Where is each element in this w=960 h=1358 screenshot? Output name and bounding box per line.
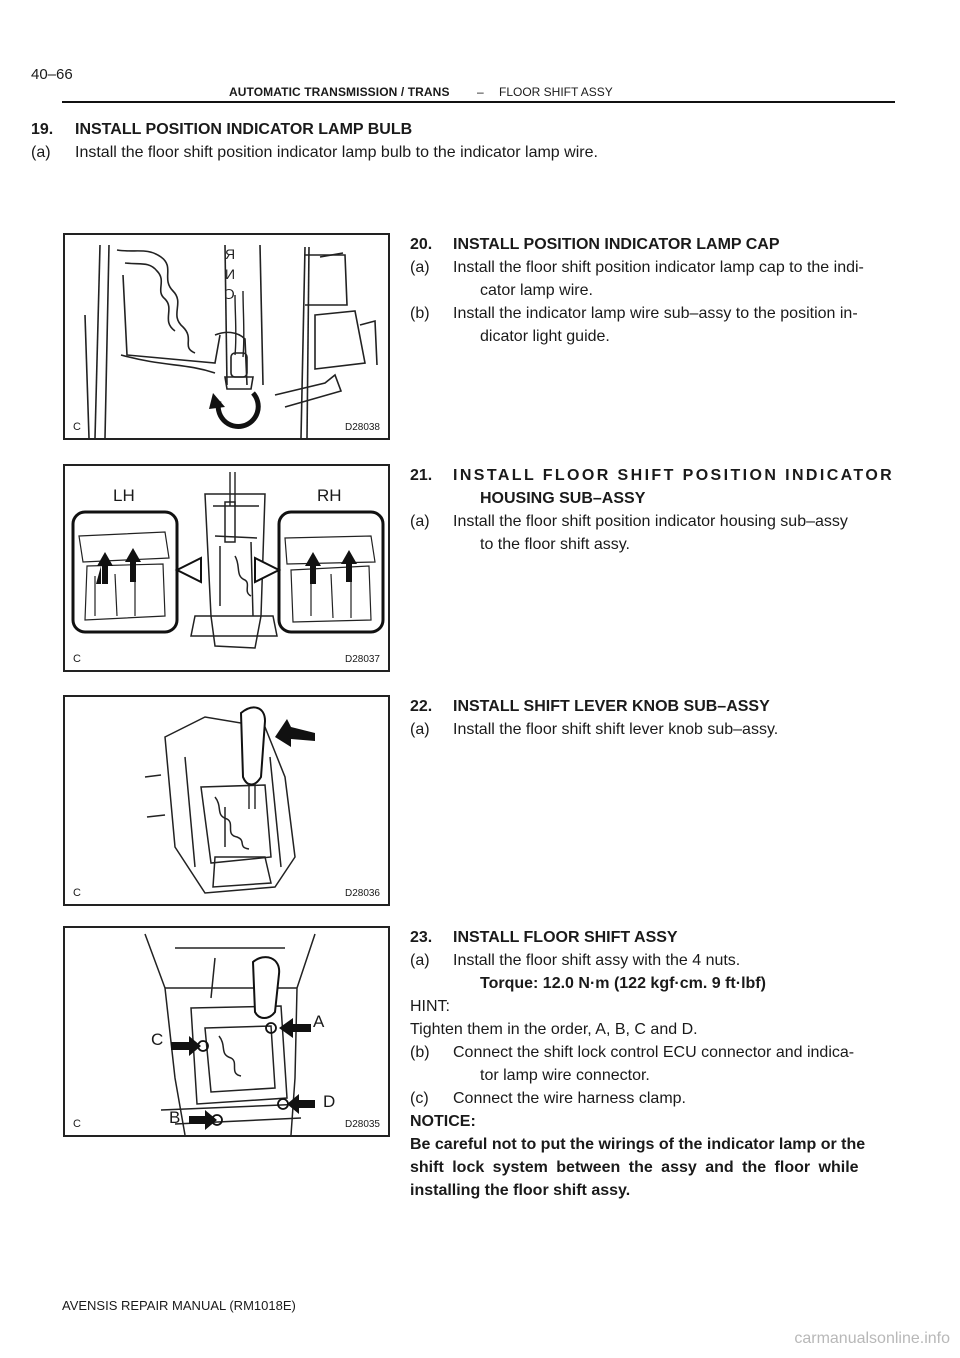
step-title: INSTALL SHIFT LEVER KNOB SUB–ASSY — [453, 698, 770, 715]
step-22-a: (a) Install the floor shift shift lever … — [410, 718, 920, 741]
nut-label-b: B — [169, 1108, 181, 1127]
figure-corner-mark: C — [73, 653, 81, 665]
sub-label: (b) — [410, 1044, 430, 1061]
indicator-housing-illustration — [71, 472, 385, 649]
svg-text:И: И — [225, 266, 235, 282]
nut-label-c: C — [151, 1030, 164, 1049]
torque-spec: Torque: 12.0 N·m (122 kgf·cm. 9 ft·lbf) — [480, 975, 766, 992]
figure-code: D28038 — [344, 422, 380, 433]
figure-d28038: Я И Ↄ C D28038 — [63, 233, 390, 440]
nut-label-d: D — [323, 1092, 336, 1111]
step-19-a: (a) Install the floor shift position ind… — [31, 141, 911, 164]
sub-text: Install the floor shift position indicat… — [75, 144, 598, 161]
header-separator: – — [477, 85, 484, 99]
sub-text: Connect the shift lock control ECU conne… — [453, 1044, 855, 1061]
step-title: INSTALL POSITION INDICATOR LAMP CAP — [453, 236, 780, 253]
step-title: INSTALL FLOOR SHIFT POSITION INDICATOR — [453, 467, 895, 484]
step-21-a: (a) Install the floor shift position ind… — [410, 510, 920, 556]
step-title: INSTALL FLOOR SHIFT ASSY — [453, 929, 678, 946]
figure-corner-mark: C — [73, 1118, 81, 1130]
step-20-heading: 20. INSTALL POSITION INDICATOR LAMP CAP — [410, 233, 920, 256]
sub-label: (a) — [410, 952, 430, 969]
figure-code: D28037 — [344, 654, 380, 665]
sub-label: (b) — [410, 305, 430, 322]
sub-label: (a) — [410, 721, 430, 738]
sub-text: Install the floor shift shift lever knob… — [453, 721, 779, 738]
section-subtitle: FLOOR SHIFT ASSY — [499, 85, 613, 99]
step-23-heading: 23. INSTALL FLOOR SHIFT ASSY — [410, 926, 920, 949]
label-rh: RH — [317, 486, 342, 505]
step-22-heading: 22. INSTALL SHIFT LEVER KNOB SUB–ASSY — [410, 695, 920, 718]
sub-text: Install the indicator lamp wire sub–assy… — [453, 305, 858, 322]
sub-label: (a) — [31, 144, 51, 161]
sub-text: tor lamp wire connector. — [480, 1067, 650, 1084]
step-number: 23. — [410, 929, 433, 946]
step-number: 21. — [410, 467, 433, 484]
shift-knob-illustration — [144, 706, 315, 894]
step-number: 22. — [410, 698, 433, 715]
manual-footer: AVENSIS REPAIR MANUAL (RM1018E) — [62, 1298, 296, 1313]
step-number: 20. — [410, 236, 433, 253]
figure-corner-mark: C — [73, 887, 81, 899]
svg-text:Ↄ: Ↄ — [225, 286, 235, 302]
sub-label: (c) — [410, 1090, 429, 1107]
step-20-b: (b) Install the indicator lamp wire sub–… — [410, 302, 920, 348]
sub-text: cator lamp wire. — [480, 282, 593, 299]
sub-text: Install the floor shift position indicat… — [453, 259, 864, 276]
sub-text: Install the floor shift assy with the 4 … — [453, 952, 741, 969]
sub-text: dicator light guide. — [480, 328, 610, 345]
page-number: 40–66 — [31, 66, 73, 83]
floor-shift-assy-illustration — [144, 933, 316, 1135]
hint-text: Tighten them in the order, A, B, C and D… — [410, 1021, 698, 1038]
step-23-c: (c) Connect the wire harness clamp. — [410, 1087, 920, 1110]
figure-d28035: C A B D C D28035 — [63, 926, 390, 1137]
step-23-a: (a) Install the floor shift assy with th… — [410, 949, 920, 995]
figure-d28036: C D28036 — [63, 695, 390, 906]
notice-text: Be careful not to put the wirings of the… — [410, 1136, 866, 1153]
svg-text:Я: Я — [225, 246, 235, 262]
figure-corner-mark: C — [73, 421, 81, 433]
step-20-a: (a) Install the floor shift position ind… — [410, 256, 920, 325]
figure-code: D28036 — [344, 888, 380, 899]
notice-label: NOTICE: — [410, 1113, 476, 1130]
figure-code: D28035 — [344, 1119, 380, 1130]
notice-text: shift lock system between the assy and t… — [410, 1159, 859, 1176]
sub-label: (a) — [410, 513, 430, 530]
hint-label: HINT: — [410, 998, 450, 1015]
figure-d28037: LH RH C D28037 — [63, 464, 390, 672]
step-title: INSTALL POSITION INDICATOR LAMP BULB — [75, 121, 413, 138]
sub-text: Install the floor shift position indicat… — [453, 513, 848, 530]
step-number: 19. — [31, 121, 54, 138]
header-rule — [62, 101, 895, 103]
step-title: HOUSING SUB–ASSY — [480, 490, 646, 507]
watermark: carmanualsonline.info — [794, 1330, 950, 1347]
lamp-bulb-illustration: Я И Ↄ — [84, 244, 378, 438]
step-21-heading: 21. INSTALL FLOOR SHIFT POSITION INDICAT… — [410, 464, 920, 510]
notice-block: NOTICE: Be careful not to put the wiring… — [410, 1110, 920, 1202]
step-19-heading: 19. INSTALL POSITION INDICATOR LAMP BULB — [31, 118, 911, 141]
sub-text: to the floor shift assy. — [480, 536, 630, 553]
label-lh: LH — [113, 486, 135, 505]
step-23-hint: HINT: Tighten them in the order, A, B, C… — [410, 995, 920, 1041]
step-23-b: (b) Connect the shift lock control ECU c… — [410, 1041, 920, 1087]
nut-label-a: A — [313, 1012, 325, 1031]
sub-text: Connect the wire harness clamp. — [453, 1090, 686, 1107]
sub-label: (a) — [410, 259, 430, 276]
section-title: AUTOMATIC TRANSMISSION / TRANS — [229, 85, 450, 99]
notice-text: installing the floor shift assy. — [410, 1182, 631, 1199]
